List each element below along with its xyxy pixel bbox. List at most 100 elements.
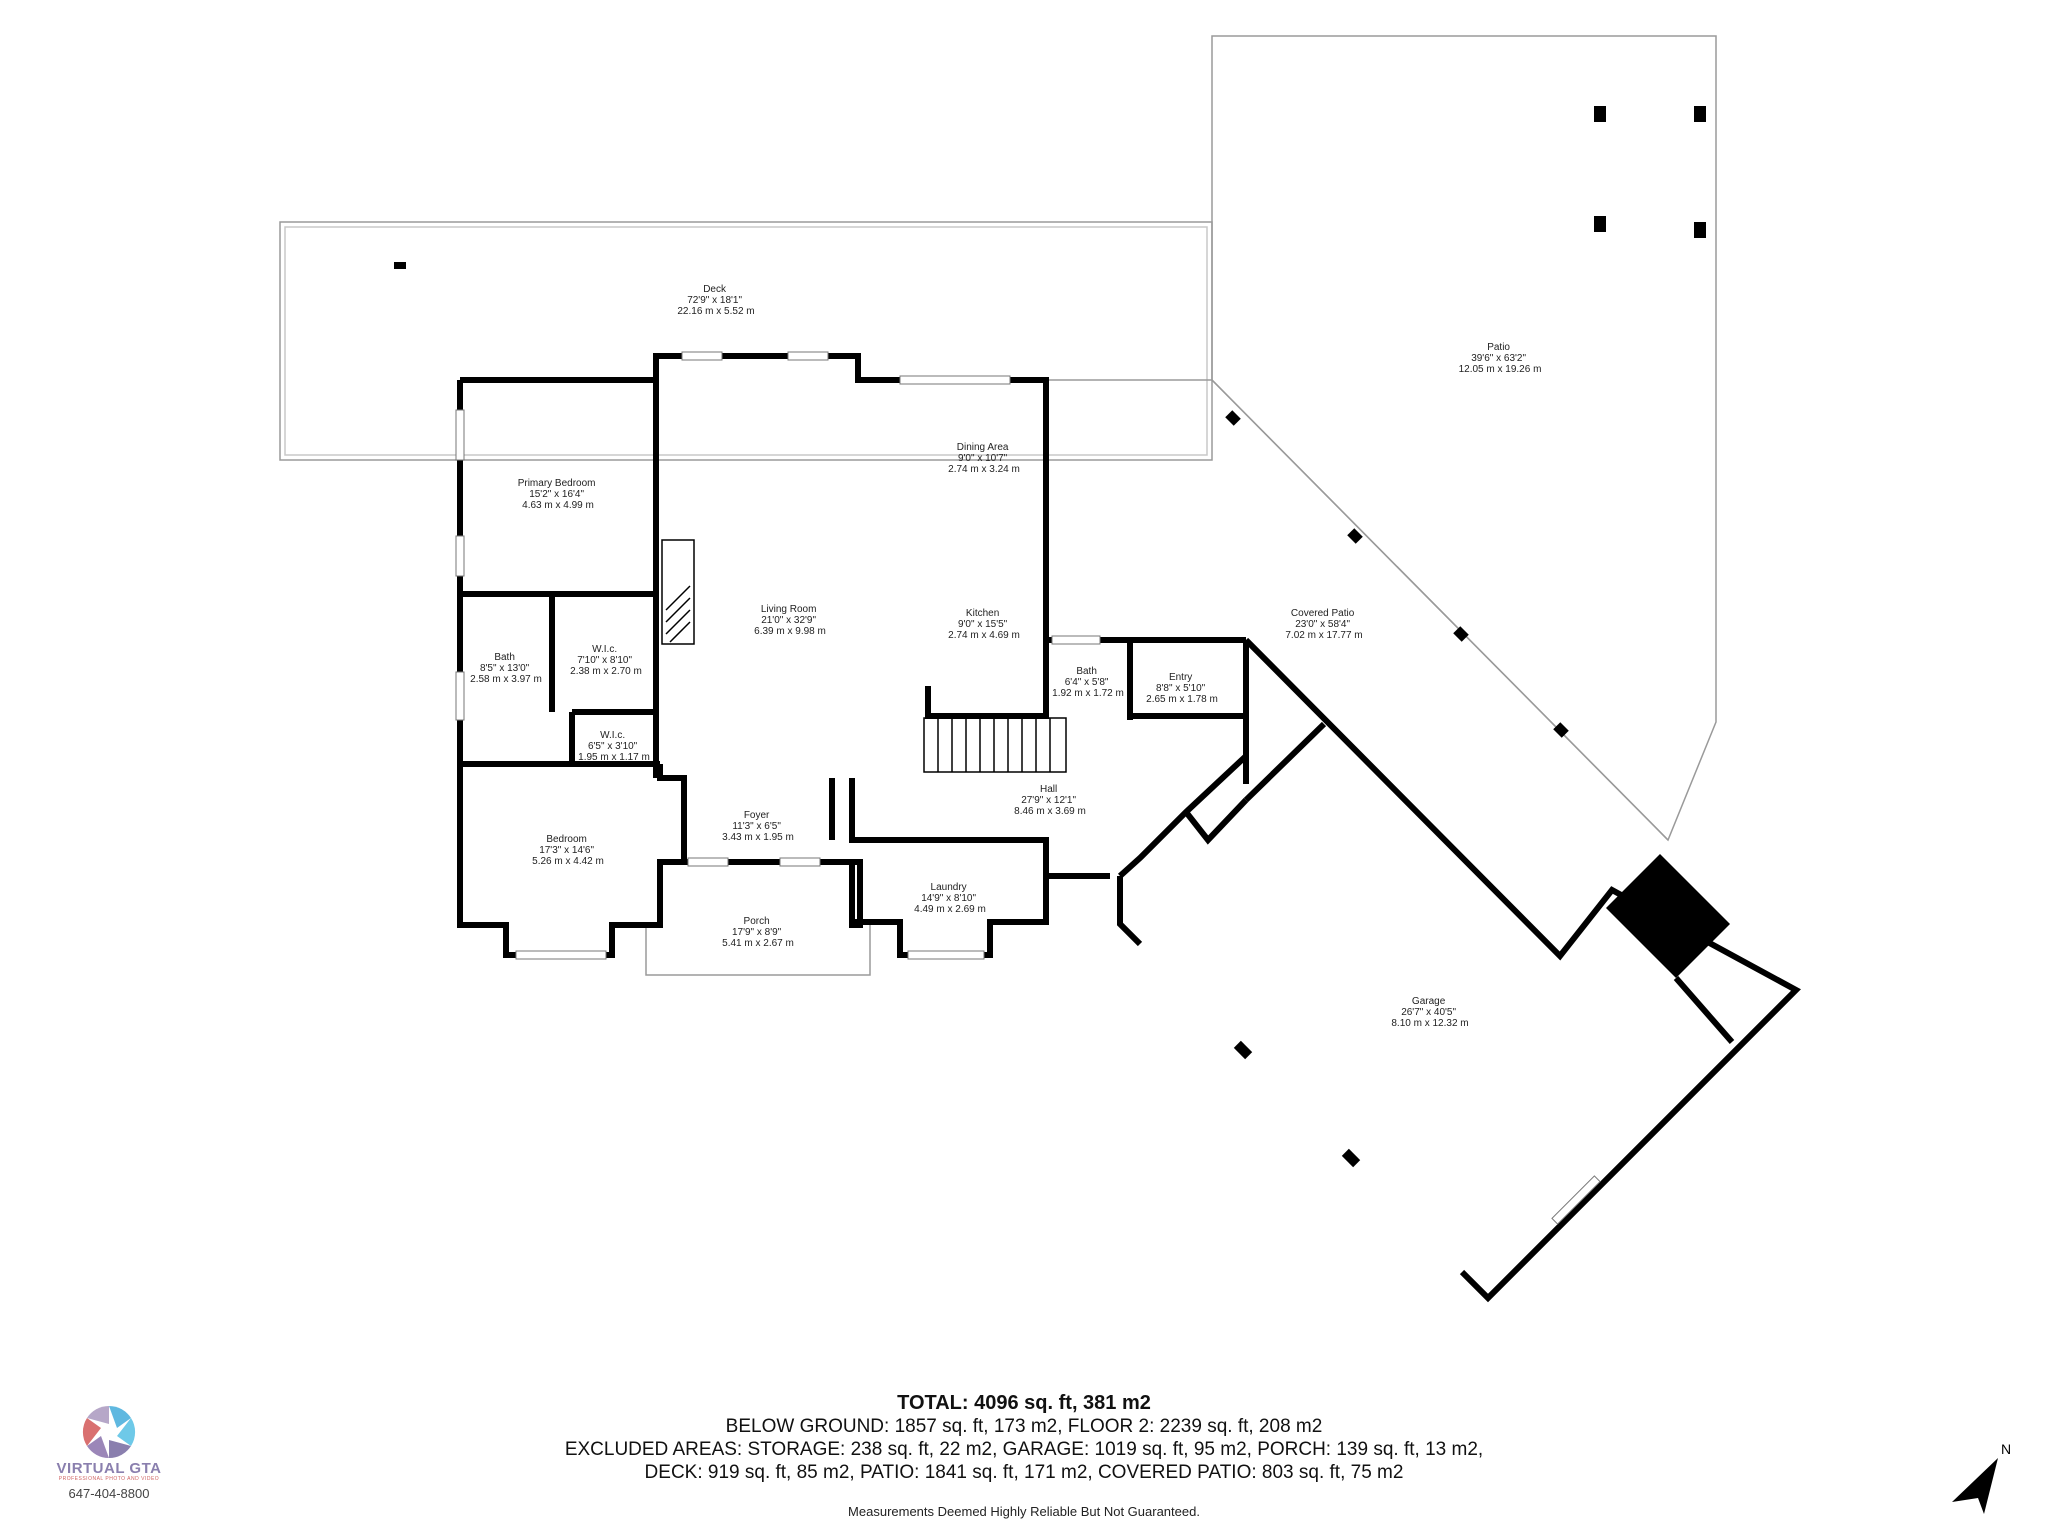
room-dimensions-imperial: 17'3" x 14'6": [539, 845, 594, 856]
room-name: Laundry: [931, 882, 967, 893]
fireplace-hatch: [665, 597, 691, 623]
room-dimensions-metric: 6.39 m x 9.98 m: [754, 626, 826, 637]
stairs: [923, 717, 1067, 773]
room-name: Bath: [1076, 666, 1097, 677]
room-dimensions-imperial: 14'9" x 8'10": [921, 893, 976, 904]
room-name: Living Room: [761, 604, 817, 615]
garage-wall: [1183, 797, 1249, 845]
patio-post: [1694, 222, 1706, 238]
room-dimensions-metric: 4.63 m x 4.99 m: [522, 500, 594, 511]
room-dimensions-metric: 8.46 m x 3.69 m: [1014, 806, 1086, 817]
window: [899, 375, 1011, 385]
room-label-living-room: Living Room 21'0" x 32'9" 6.39 m x 9.98 …: [754, 604, 826, 637]
room-name: Dining Area: [957, 442, 1009, 453]
room-name: Bedroom: [546, 834, 587, 845]
room-name: W.I.c.: [592, 644, 617, 655]
room-dimensions-metric: 22.16 m x 5.52 m: [677, 306, 754, 317]
room-dimensions-imperial: 39'6" x 63'2": [1471, 353, 1526, 364]
garage-post: [1233, 1040, 1253, 1060]
area-line: EXCLUDED AREAS: STORAGE: 238 sq. ft, 22 …: [564, 1439, 1484, 1460]
logo-phone: 647-404-8800: [68, 1486, 150, 1501]
room-label-walk-in-closet: W.I.c. 7'10" x 8'10" 2.38 m x 2.70 m: [570, 644, 642, 677]
area-line: BELOW GROUND: 1857 sq. ft, 173 m2, FLOOR…: [725, 1416, 1323, 1437]
room-dimensions-imperial: 6'4" x 5'8": [1065, 677, 1109, 688]
windows: [455, 351, 1601, 1225]
room-name: Deck: [703, 284, 727, 295]
posts: [394, 106, 1706, 1168]
room-label-entry: Entry 8'8" x 5'10" 2.65 m x 1.78 m: [1146, 672, 1218, 705]
garage-wall: [1243, 721, 1327, 803]
fireplace: [661, 539, 695, 645]
room-dimensions-metric: 8.10 m x 12.32 m: [1391, 1018, 1468, 1029]
garage-wall: [1117, 876, 1143, 947]
room-label-dining-area: Dining Area 9'0" x 10'7" 2.74 m x 3.24 m: [948, 442, 1020, 475]
room-name: Hall: [1040, 784, 1057, 795]
room-dimensions-metric: 7.02 m x 17.77 m: [1285, 630, 1362, 641]
room-label-primary-bedroom: Primary Bedroom 15'2" x 16'4" 4.63 m x 4…: [518, 478, 599, 511]
room-name: Kitchen: [966, 608, 999, 619]
walls: [457, 353, 1801, 1303]
fireplace-hatch: [669, 621, 691, 643]
interior-wall: [849, 778, 1049, 876]
window: [779, 857, 821, 867]
fireplace-hearth: [661, 539, 695, 645]
room-name: Covered Patio: [1291, 608, 1355, 619]
window: [515, 950, 607, 960]
window: [455, 535, 465, 577]
deck-post: [394, 262, 406, 269]
logo-tagline: PROFESSIONAL PHOTO AND VIDEO: [58, 1476, 160, 1482]
room-label-porch: Porch 17'9" x 8'9" 5.41 m x 2.67 m: [722, 916, 794, 949]
window: [907, 950, 985, 960]
room-dimensions-imperial: 17'9" x 8'9": [732, 927, 782, 938]
patio-post: [1694, 106, 1706, 122]
room-label-patio: Patio 39'6" x 63'2" 12.05 m x 19.26 m: [1459, 342, 1542, 375]
room-label-deck: Deck 72'9" x 18'1" 22.16 m x 5.52 m: [677, 284, 754, 317]
room-name: Garage: [1412, 996, 1446, 1007]
room-dimensions-imperial: 9'0" x 10'7": [958, 453, 1008, 464]
room-dimensions-metric: 2.38 m x 2.70 m: [570, 666, 642, 677]
room-dimensions-metric: 4.49 m x 2.69 m: [914, 904, 986, 915]
porch-outline: [645, 925, 871, 976]
room-dimensions-imperial: 6'5" x 3'10": [588, 741, 638, 752]
north-arrow-icon: N: [1952, 1441, 2011, 1514]
room-labels: Deck 72'9" x 18'1" 22.16 m x 5.52 m Pati…: [470, 284, 1541, 1029]
total-area: TOTAL: 4096 sq. ft, 381 m2: [897, 1392, 1151, 1414]
exterior-wall: [849, 862, 1110, 958]
room-dimensions-imperial: 27'9" x 12'1": [1021, 795, 1076, 806]
room-label-garage: Garage 26'7" x 40'5" 8.10 m x 12.32 m: [1391, 996, 1468, 1029]
window: [1051, 635, 1101, 645]
room-dimensions-imperial: 11'3" x 6'5": [732, 821, 781, 832]
room-dimensions-imperial: 8'5" x 13'0": [480, 663, 530, 674]
patio-post: [1594, 216, 1606, 232]
room-dimensions-metric: 2.58 m x 3.97 m: [470, 674, 542, 685]
deck-outline: [279, 221, 1213, 461]
window: [787, 351, 829, 361]
room-dimensions-metric: 1.92 m x 1.72 m: [1052, 688, 1124, 699]
window: [1551, 1175, 1601, 1225]
camera-aperture-icon: [82, 1405, 136, 1459]
window: [455, 409, 465, 461]
kitchen-wall: [925, 640, 1049, 719]
covered-patio-outline: [1048, 379, 1669, 841]
deck-inner-outline: [284, 226, 1208, 456]
covered-patio-post: [1225, 410, 1241, 426]
room-dimensions-imperial: 8'8" x 5'10": [1156, 683, 1206, 694]
room-dimensions-metric: 2.74 m x 4.69 m: [948, 630, 1020, 641]
area-summary: TOTAL: 4096 sq. ft, 381 m2 BELOW GROUND:…: [424, 1392, 1624, 1484]
fireplace-hatch: [665, 585, 691, 611]
room-label-kitchen: Kitchen 9'0" x 15'5" 2.74 m x 4.69 m: [948, 608, 1020, 641]
fireplace-hatch: [665, 609, 691, 635]
room-label-laundry: Laundry 14'9" x 8'10" 4.49 m x 2.69 m: [914, 882, 986, 915]
patio-post: [1594, 106, 1606, 122]
room-dimensions-imperial: 9'0" x 15'5": [958, 619, 1008, 630]
garage-wall: [1243, 637, 1801, 1303]
room-dimensions-metric: 2.65 m x 1.78 m: [1146, 694, 1218, 705]
room-label-foyer: Foyer 11'3" x 6'5" 3.43 m x 1.95 m: [722, 810, 794, 843]
storage-wall: [1673, 976, 1735, 1044]
window: [455, 671, 465, 721]
room-dimensions-imperial: 26'7" x 40'5": [1401, 1007, 1456, 1018]
window: [681, 351, 723, 361]
logo-brand: VIRTUAL GTA: [56, 1460, 162, 1477]
window: [687, 857, 729, 867]
